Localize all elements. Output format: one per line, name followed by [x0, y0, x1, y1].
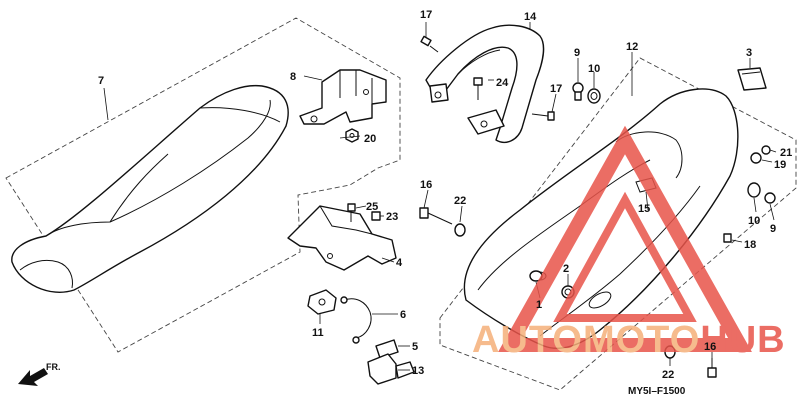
cowl-group-frame	[439, 57, 797, 391]
washer-part-22-upper	[454, 223, 466, 237]
callout-2: 2	[563, 263, 569, 275]
bolt-part-16-upper	[419, 207, 453, 225]
callout-14: 14	[524, 11, 537, 23]
collar-part-10-top	[587, 88, 601, 104]
seat-part	[11, 84, 289, 293]
grommet-part-9-lower	[764, 192, 776, 204]
callout-23: 23	[386, 211, 398, 223]
callout-10-top: 10	[588, 63, 600, 75]
callout-9-top: 9	[574, 47, 580, 59]
watermark-moto: MOTO	[583, 319, 700, 361]
nut-part-20	[345, 128, 359, 143]
front-direction-arrow: FR.	[18, 362, 61, 386]
screw-part-18	[723, 233, 732, 243]
lock-part-13	[367, 353, 415, 385]
latch-part-11	[307, 289, 337, 315]
callout-15: 15	[638, 203, 650, 215]
watermark-logo: AUTOMOTOHUB	[472, 125, 786, 361]
callout-25: 25	[366, 201, 378, 213]
callout-1: 1	[536, 299, 542, 311]
screw-part-25	[347, 203, 356, 222]
front-arrow-icon	[18, 368, 48, 386]
callout-7: 7	[98, 75, 104, 87]
callout-11: 11	[312, 327, 324, 339]
leader-lines	[103, 22, 777, 371]
bracket-part-4	[287, 205, 397, 271]
grab-rail-part	[425, 24, 545, 144]
callout-labels: 7 8 20 17 14 24 17 9 10 12 3 21 19 9 10 …	[98, 9, 792, 381]
callout-22-upper: 22	[454, 195, 466, 207]
callout-20: 20	[364, 133, 376, 145]
callout-5: 5	[412, 341, 418, 353]
washer-part-21	[761, 145, 771, 155]
front-label: FR.	[46, 362, 61, 372]
callout-22-lower: 22	[662, 369, 674, 381]
pad-part-3	[737, 67, 767, 91]
callout-6: 6	[400, 309, 406, 321]
collar-part-10-lower	[747, 182, 761, 198]
watermark-hub: HUB	[700, 319, 785, 361]
watermark-triangle	[498, 125, 752, 352]
callout-24: 24	[496, 77, 509, 89]
watermark-auto: AUTO	[472, 319, 583, 361]
diagram-code: MY5I–F1500	[628, 386, 686, 397]
callout-21: 21	[780, 147, 792, 159]
callout-4: 4	[396, 257, 403, 269]
callout-13: 13	[412, 365, 424, 377]
callout-17-mid: 17	[550, 83, 562, 95]
watermark-triangle-inner	[553, 191, 697, 322]
bolt-part-23	[371, 211, 381, 221]
callout-17-top: 17	[420, 9, 432, 21]
bolt-part-17-top	[420, 35, 439, 53]
seat-group-frame	[5, 17, 401, 353]
callout-9-lower: 9	[770, 223, 776, 235]
bolt-part-16-lower	[707, 358, 717, 378]
grommet-part-9-top	[572, 82, 584, 101]
bolt-part-24	[473, 77, 483, 100]
callout-3: 3	[746, 47, 752, 59]
cable-part-6	[340, 296, 372, 344]
bracket-part-8	[299, 69, 387, 125]
callout-12: 12	[626, 41, 638, 53]
callout-10-lower: 10	[748, 215, 760, 227]
callout-8: 8	[290, 71, 296, 83]
callout-18: 18	[744, 239, 756, 251]
nut-part-19	[750, 152, 762, 164]
holder-part-5	[375, 339, 399, 359]
bolt-part-17-mid	[531, 111, 555, 121]
callout-16-lower: 16	[704, 341, 716, 353]
watermark-text: AUTOMOTOHUB	[472, 319, 786, 361]
callout-19: 19	[774, 159, 786, 171]
callout-16-upper: 16	[420, 179, 432, 191]
